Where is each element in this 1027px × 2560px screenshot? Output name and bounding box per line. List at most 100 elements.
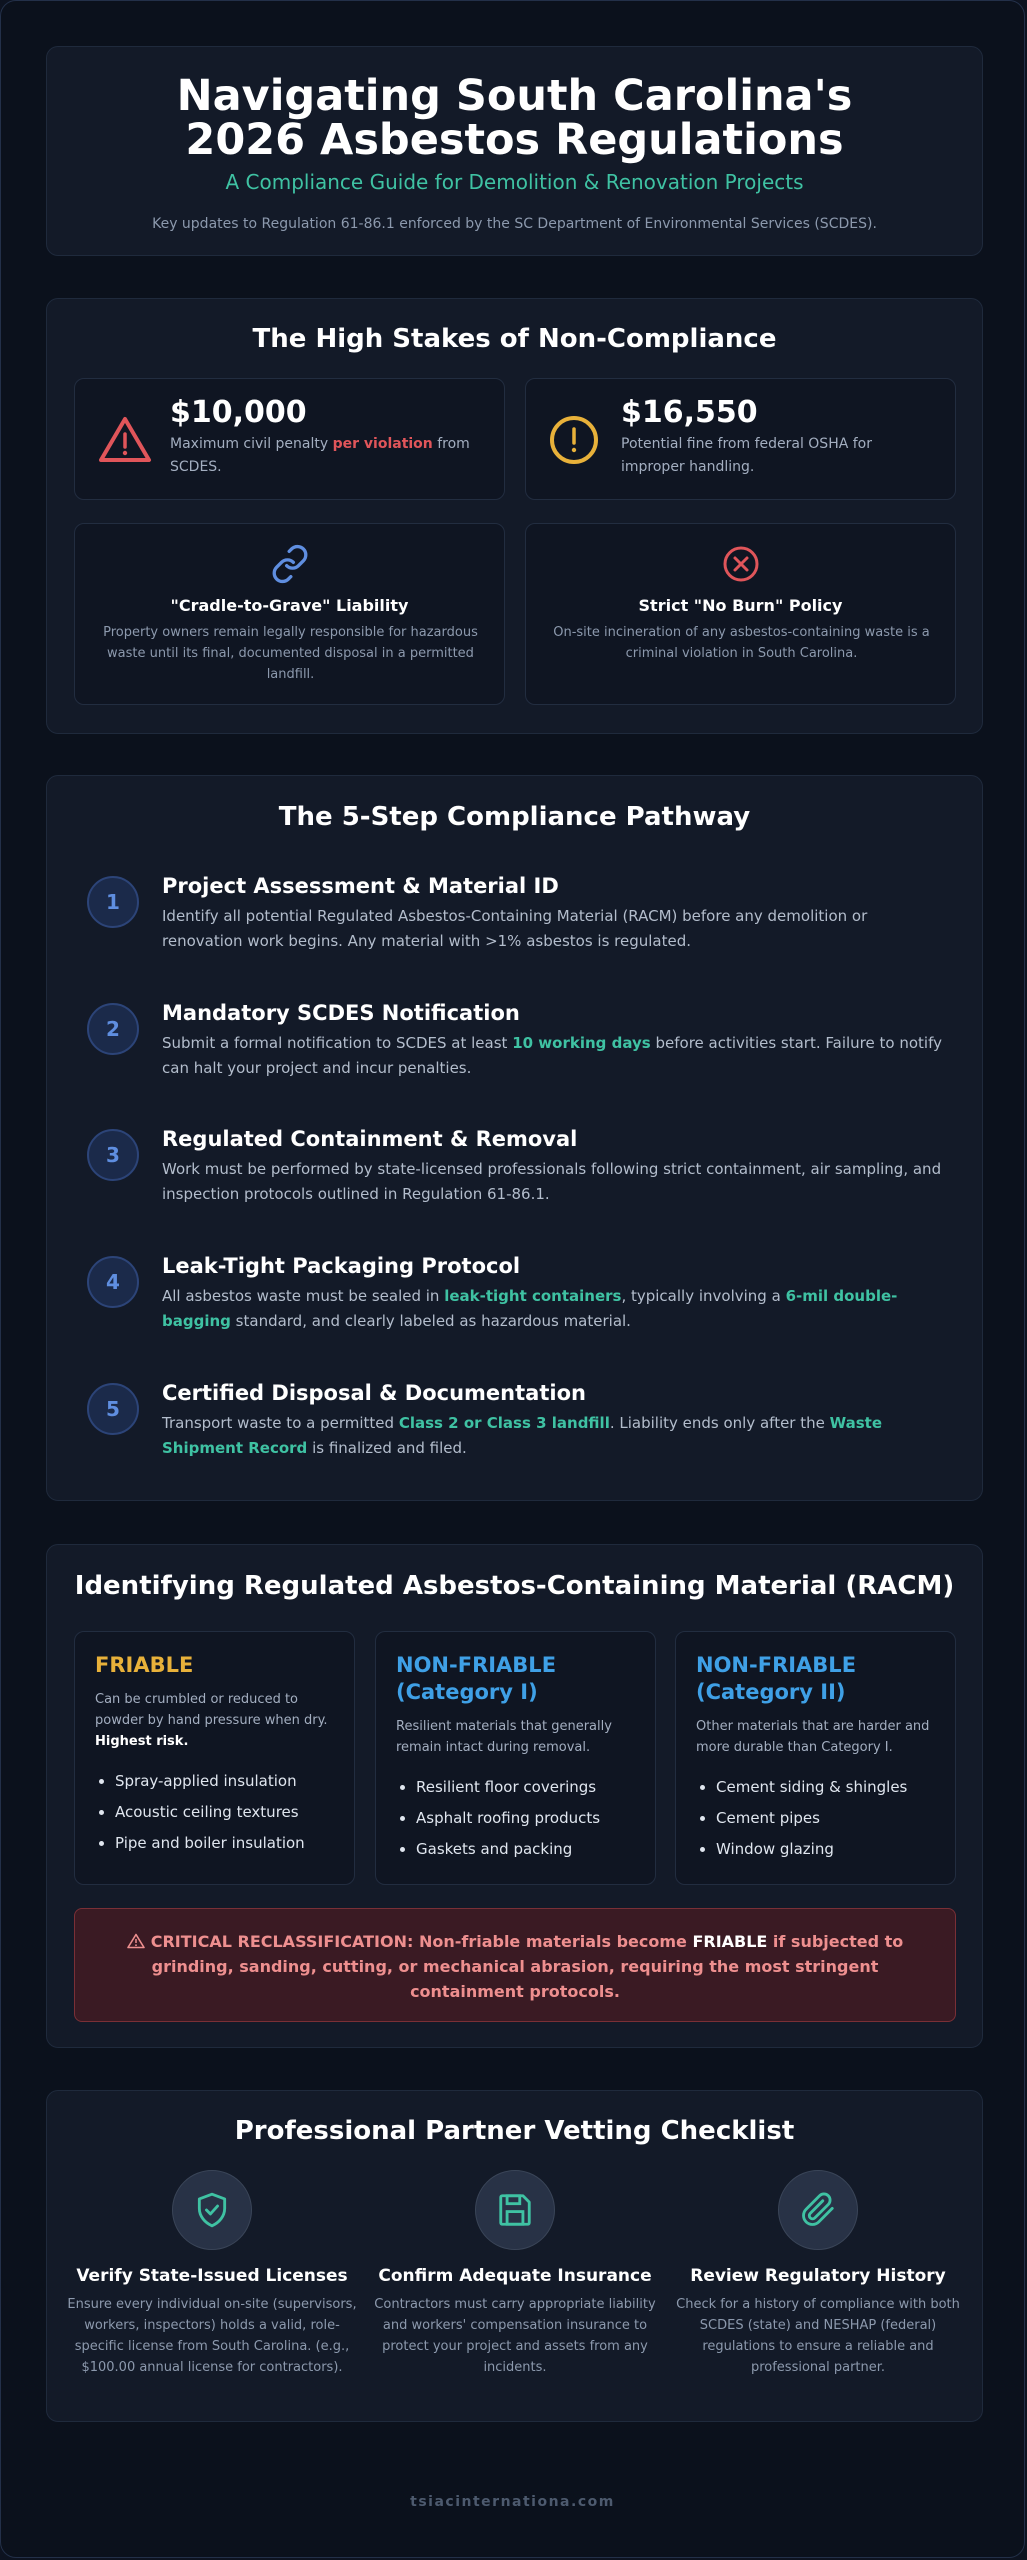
partner-item-2-desc: Contractors must carry appropriate liabi… [374, 2297, 656, 2375]
partner-icon-circle [778, 2170, 858, 2250]
floppy-disk-icon [499, 2194, 531, 2226]
exclamation-circle-icon [550, 416, 598, 464]
step-4-desc-c: , typically involving a [621, 1287, 786, 1305]
racm-title: Identifying Regulated Asbestos-Containin… [74, 1571, 955, 1601]
warning-text-a: CRITICAL RECLASSIFICATION: Non-friable m… [150, 1932, 693, 1951]
category-2-title: NON-FRIABLE (Category II) [696, 1653, 857, 1704]
shield-check-icon [197, 2192, 227, 2228]
step-5-desc-c: . Liability ends only after the [609, 1414, 830, 1432]
penalty-scdes-desc-c: from SCDES. [170, 436, 470, 475]
step-4-desc-e: standard, and clearly labeled as hazardo… [230, 1312, 631, 1330]
stakes-card: The High Stakes of Non-Compliance $10,00… [46, 298, 983, 734]
partner-item-1-desc: Ensure every individual on-site (supervi… [67, 2297, 357, 2375]
friable-desc-b: Highest risk. [95, 1734, 189, 1749]
step-5-desc-d: Waste Shipment Record [162, 1414, 883, 1457]
step-4-number: 4 [87, 1256, 139, 1308]
penalty-scdes-box: $10,000 Maximum civil penalty per violat… [74, 378, 505, 500]
no-burn-desc: On-site incineration of any asbestos-con… [553, 625, 930, 661]
step-5-number: 5 [87, 1383, 139, 1435]
reclassification-warning: CRITICAL RECLASSIFICATION: Non-friable m… [74, 1908, 956, 2022]
intro-text: Key updates to Regulation 61-86.1 enforc… [152, 216, 877, 232]
friable-desc-a: Can be crumbled or reduced to powder by … [95, 1692, 328, 1728]
list-item: Gaskets and packing [416, 1834, 635, 1865]
category-1-title: NON-FRIABLE (Category I) [396, 1653, 557, 1704]
partner-card: Professional Partner Vetting Checklist V… [46, 2090, 983, 2422]
pathway-card: The 5-Step Compliance Pathway 1 Project … [46, 775, 983, 1501]
step-3-number: 3 [87, 1129, 139, 1181]
list-item: Acoustic ceiling textures [115, 1797, 334, 1828]
category-1-list: Resilient floor coverings Asphalt roofin… [396, 1772, 635, 1865]
friable-column: FRIABLE Can be crumbled or reduced to po… [74, 1631, 355, 1885]
penalty-scdes-desc: Maximum civil penalty per violation from… [170, 433, 480, 479]
liability-title: "Cradle-to-Grave" Liability [170, 596, 409, 615]
list-item: Asphalt roofing products [416, 1803, 635, 1834]
step-5-title: Certified Disposal & Documentation [162, 1381, 586, 1405]
step-4-desc-a: All asbestos waste must be sealed in [162, 1287, 445, 1305]
step-5-desc-e: is finalized and filed. [307, 1439, 467, 1457]
header-card: Navigating South Carolina's 2026 Asbesto… [46, 46, 983, 256]
step-2-number: 2 [87, 1003, 139, 1055]
step-1-title: Project Assessment & Material ID [162, 874, 559, 898]
step-4-desc: All asbestos waste must be sealed in lea… [162, 1284, 942, 1334]
pathway-title: The 5-Step Compliance Pathway [278, 802, 751, 832]
penalty-osha-desc: Potential fine from federal OSHA for imp… [621, 436, 872, 475]
friable-desc: Can be crumbled or reduced to powder by … [95, 1689, 334, 1752]
page-subtitle: A Compliance Guide for Demolition & Reno… [225, 170, 804, 194]
partner-item-3-title: Review Regulatory History [690, 2266, 946, 2286]
no-burn-title: Strict "No Burn" Policy [638, 596, 843, 615]
partner-icon-circle [475, 2170, 555, 2250]
warning-triangle-icon [126, 1933, 145, 1949]
paperclip-icon [802, 2192, 834, 2226]
step-1-desc: Identify all potential Regulated Asbesto… [162, 907, 868, 950]
penalty-osha-box: $16,550 Potential fine from federal OSHA… [525, 378, 956, 500]
step-3-title: Regulated Containment & Removal [162, 1127, 578, 1151]
liability-desc: Property owners remain legally responsib… [103, 625, 478, 682]
step-4-desc-d: 6-mil double-bagging [162, 1287, 898, 1330]
list-item: Pipe and boiler insulation [115, 1828, 334, 1859]
step-2-title: Mandatory SCDES Notification [162, 1001, 520, 1025]
step-2-desc-c: before activities start. Failure to noti… [162, 1034, 942, 1077]
partner-icon-circle [172, 2170, 252, 2250]
category-1-column: NON-FRIABLE (Category I) Resilient mater… [375, 1631, 656, 1885]
friable-title: FRIABLE [95, 1653, 194, 1677]
step-5-desc-a: Transport waste to a permitted [162, 1414, 399, 1432]
step-2-desc-b: 10 working days [512, 1034, 651, 1052]
list-item: Resilient floor coverings [416, 1772, 635, 1803]
list-item: Cement siding & shingles [716, 1772, 935, 1803]
warning-text-b: FRIABLE [692, 1932, 768, 1951]
warning-text-c: if subjected to grinding, sanding, cutti… [151, 1932, 904, 2001]
page-title: Navigating South Carolina's 2026 Asbesto… [176, 71, 853, 165]
step-2-desc: Submit a formal notification to SCDES at… [162, 1031, 942, 1081]
link-icon [272, 544, 308, 584]
no-burn-box: Strict "No Burn" Policy On-site incinera… [525, 523, 956, 705]
liability-box: "Cradle-to-Grave" Liability Property own… [74, 523, 505, 705]
step-5-desc-b: Class 2 or Class 3 landfill [398, 1414, 610, 1432]
category-2-list: Cement siding & shingles Cement pipes Wi… [696, 1772, 935, 1865]
partner-title: Professional Partner Vetting Checklist [234, 2116, 795, 2146]
penalty-scdes-amount: $10,000 [170, 395, 307, 430]
step-4-desc-b: leak-tight containers [444, 1287, 622, 1305]
friable-list: Spray-applied insulation Acoustic ceilin… [95, 1766, 334, 1859]
partner-item-1-title: Verify State-Issued Licenses [76, 2266, 348, 2286]
category-1-desc: Resilient materials that generally remai… [396, 1719, 612, 1755]
list-item: Cement pipes [716, 1803, 935, 1834]
step-4-title: Leak-Tight Packaging Protocol [162, 1254, 521, 1278]
racm-card: Identifying Regulated Asbestos-Containin… [46, 1544, 983, 2048]
stakes-title: The High Stakes of Non-Compliance [252, 324, 777, 354]
list-item: Window glazing [716, 1834, 935, 1865]
step-2-desc-a: Submit a formal notification to SCDES at… [162, 1034, 513, 1052]
step-5-desc: Transport waste to a permitted Class 2 o… [162, 1411, 942, 1461]
penalty-scdes-desc-b: per violation [332, 436, 433, 452]
warning-triangle-icon [99, 417, 151, 462]
footer-domain[interactable]: tsiacinternationa.com [410, 2494, 615, 2510]
list-item: Spray-applied insulation [115, 1766, 334, 1797]
partner-item-3-desc: Check for a history of compliance with b… [676, 2297, 960, 2375]
penalty-osha-amount: $16,550 [621, 395, 758, 430]
category-2-desc: Other materials that are harder and more… [696, 1719, 930, 1755]
partner-item-2-title: Confirm Adequate Insurance [378, 2266, 652, 2286]
penalty-scdes-desc-a: Maximum civil penalty [170, 436, 333, 452]
step-1-number: 1 [87, 876, 139, 928]
step-3-desc: Work must be performed by state-licensed… [162, 1160, 942, 1203]
category-2-column: NON-FRIABLE (Category II) Other material… [675, 1631, 956, 1885]
